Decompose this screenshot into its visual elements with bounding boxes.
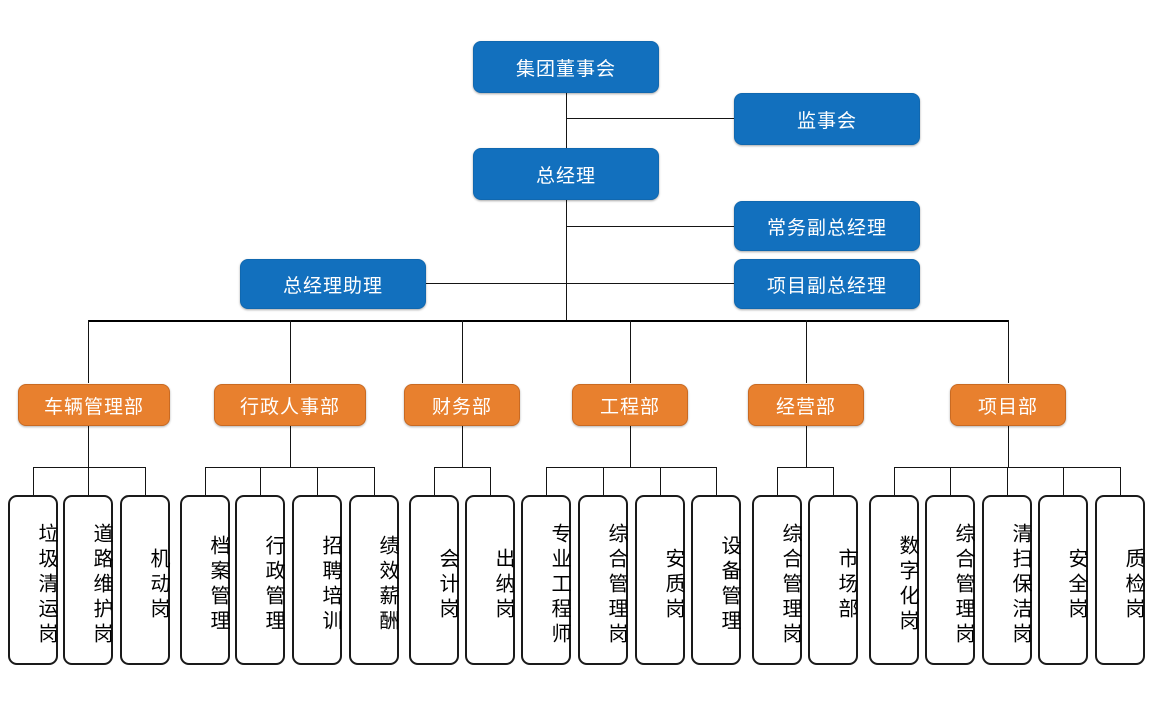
- connector-dept3-stem: [630, 424, 631, 467]
- node-department-vehicle-management[interactable]: 车辆管理部: [18, 384, 170, 426]
- connector-bus-to-dept-4: [806, 320, 807, 383]
- connector-dept0-stem: [88, 424, 89, 467]
- node-position-road-maintenance[interactable]: 道路维护岗: [63, 495, 113, 665]
- connector-dept3-leaf-2: [660, 467, 661, 495]
- node-position-archive-management[interactable]: 档案管理: [180, 495, 230, 665]
- connector-dept5-leaf-0: [894, 467, 895, 495]
- node-position-cashier[interactable]: 出纳岗: [465, 495, 515, 665]
- node-general-manager[interactable]: 总经理: [473, 148, 659, 200]
- connector-dept5-leaf-3: [1063, 467, 1064, 495]
- connector-gm-to-exec-deputy: [566, 226, 734, 227]
- node-department-operations[interactable]: 经营部: [748, 384, 864, 426]
- node-gm-assistant[interactable]: 总经理助理: [240, 259, 426, 309]
- node-position-engineering-general-management[interactable]: 综合管理岗: [578, 495, 628, 665]
- connector-dept2-bus: [434, 467, 491, 468]
- connector-bus-to-dept-1: [290, 320, 291, 383]
- node-position-project-general-management[interactable]: 综合管理岗: [925, 495, 975, 665]
- connector-dept1-leaf-0: [205, 467, 206, 495]
- node-position-professional-engineer[interactable]: 专业工程师: [521, 495, 571, 665]
- department-bus: [88, 320, 1008, 322]
- connector-gm-to-assistant: [425, 283, 566, 284]
- connector-dept5-leaf-1: [950, 467, 951, 495]
- connector-bus-to-dept-5: [1008, 320, 1009, 383]
- node-position-accounting[interactable]: 会计岗: [409, 495, 459, 665]
- node-department-finance[interactable]: 财务部: [404, 384, 520, 426]
- node-project-deputy-gm[interactable]: 项目副总经理: [734, 259, 920, 309]
- connector-dept0-leaf-2: [145, 467, 146, 495]
- connector-bus-to-dept-3: [630, 320, 631, 383]
- connector-dept2-leaf-0: [434, 467, 435, 495]
- connector-gm-to-project-deputy: [566, 283, 734, 284]
- connector-dept2-leaf-1: [490, 467, 491, 495]
- connector-gm-down: [566, 199, 567, 321]
- connector-dept0-leaf-0: [33, 467, 34, 495]
- connector-dept5-leaf-2: [1007, 467, 1008, 495]
- connector-dept3-leaf-0: [546, 467, 547, 495]
- connector-dept5-stem: [1008, 424, 1009, 467]
- connector-dept1-leaf-3: [374, 467, 375, 495]
- node-position-performance-compensation[interactable]: 绩效薪酬: [349, 495, 399, 665]
- node-department-admin-hr[interactable]: 行政人事部: [214, 384, 366, 426]
- node-position-equipment-management[interactable]: 设备管理: [691, 495, 741, 665]
- node-position-cleaning-sanitation[interactable]: 清扫保洁岗: [982, 495, 1032, 665]
- node-department-engineering[interactable]: 工程部: [572, 384, 688, 426]
- connector-bus-to-dept-0: [88, 320, 89, 383]
- connector-dept1-stem: [290, 424, 291, 467]
- node-executive-deputy-gm[interactable]: 常务副总经理: [734, 201, 920, 251]
- node-supervisory-board[interactable]: 监事会: [734, 93, 920, 145]
- node-position-quality-inspection[interactable]: 质检岗: [1095, 495, 1145, 665]
- connector-board-down: [566, 93, 567, 150]
- connector-dept5-leaf-4: [1120, 467, 1121, 495]
- connector-dept3-bus: [546, 467, 717, 468]
- connector-dept3-leaf-1: [603, 467, 604, 495]
- connector-dept0-bus: [33, 467, 146, 468]
- node-position-operations-general-management[interactable]: 综合管理岗: [752, 495, 802, 665]
- connector-dept1-bus: [205, 467, 375, 468]
- node-board[interactable]: 集团董事会: [473, 41, 659, 93]
- node-position-recruitment-training[interactable]: 招聘培训: [292, 495, 342, 665]
- connector-dept3-leaf-3: [716, 467, 717, 495]
- node-department-project[interactable]: 项目部: [950, 384, 1066, 426]
- connector-dept4-leaf-0: [777, 467, 778, 495]
- node-position-safety-quality[interactable]: 安质岗: [635, 495, 685, 665]
- connector-dept2-stem: [462, 424, 463, 467]
- connector-dept1-leaf-2: [317, 467, 318, 495]
- connector-bus-to-dept-2: [462, 320, 463, 383]
- node-position-safety[interactable]: 安全岗: [1038, 495, 1088, 665]
- connector-dept4-stem: [806, 424, 807, 467]
- connector-dept0-leaf-1: [88, 467, 89, 495]
- connector-dept1-leaf-1: [260, 467, 261, 495]
- node-position-mobile-duty[interactable]: 机动岗: [120, 495, 170, 665]
- node-position-digitalization[interactable]: 数字化岗: [869, 495, 919, 665]
- connector-dept4-leaf-1: [833, 467, 834, 495]
- node-position-garbage-transport[interactable]: 垃圾清运岗: [8, 495, 58, 665]
- connector-board-to-supervisory: [566, 118, 734, 119]
- connector-dept4-bus: [777, 467, 834, 468]
- node-position-administration[interactable]: 行政管理: [235, 495, 285, 665]
- node-position-market[interactable]: 市场部: [808, 495, 858, 665]
